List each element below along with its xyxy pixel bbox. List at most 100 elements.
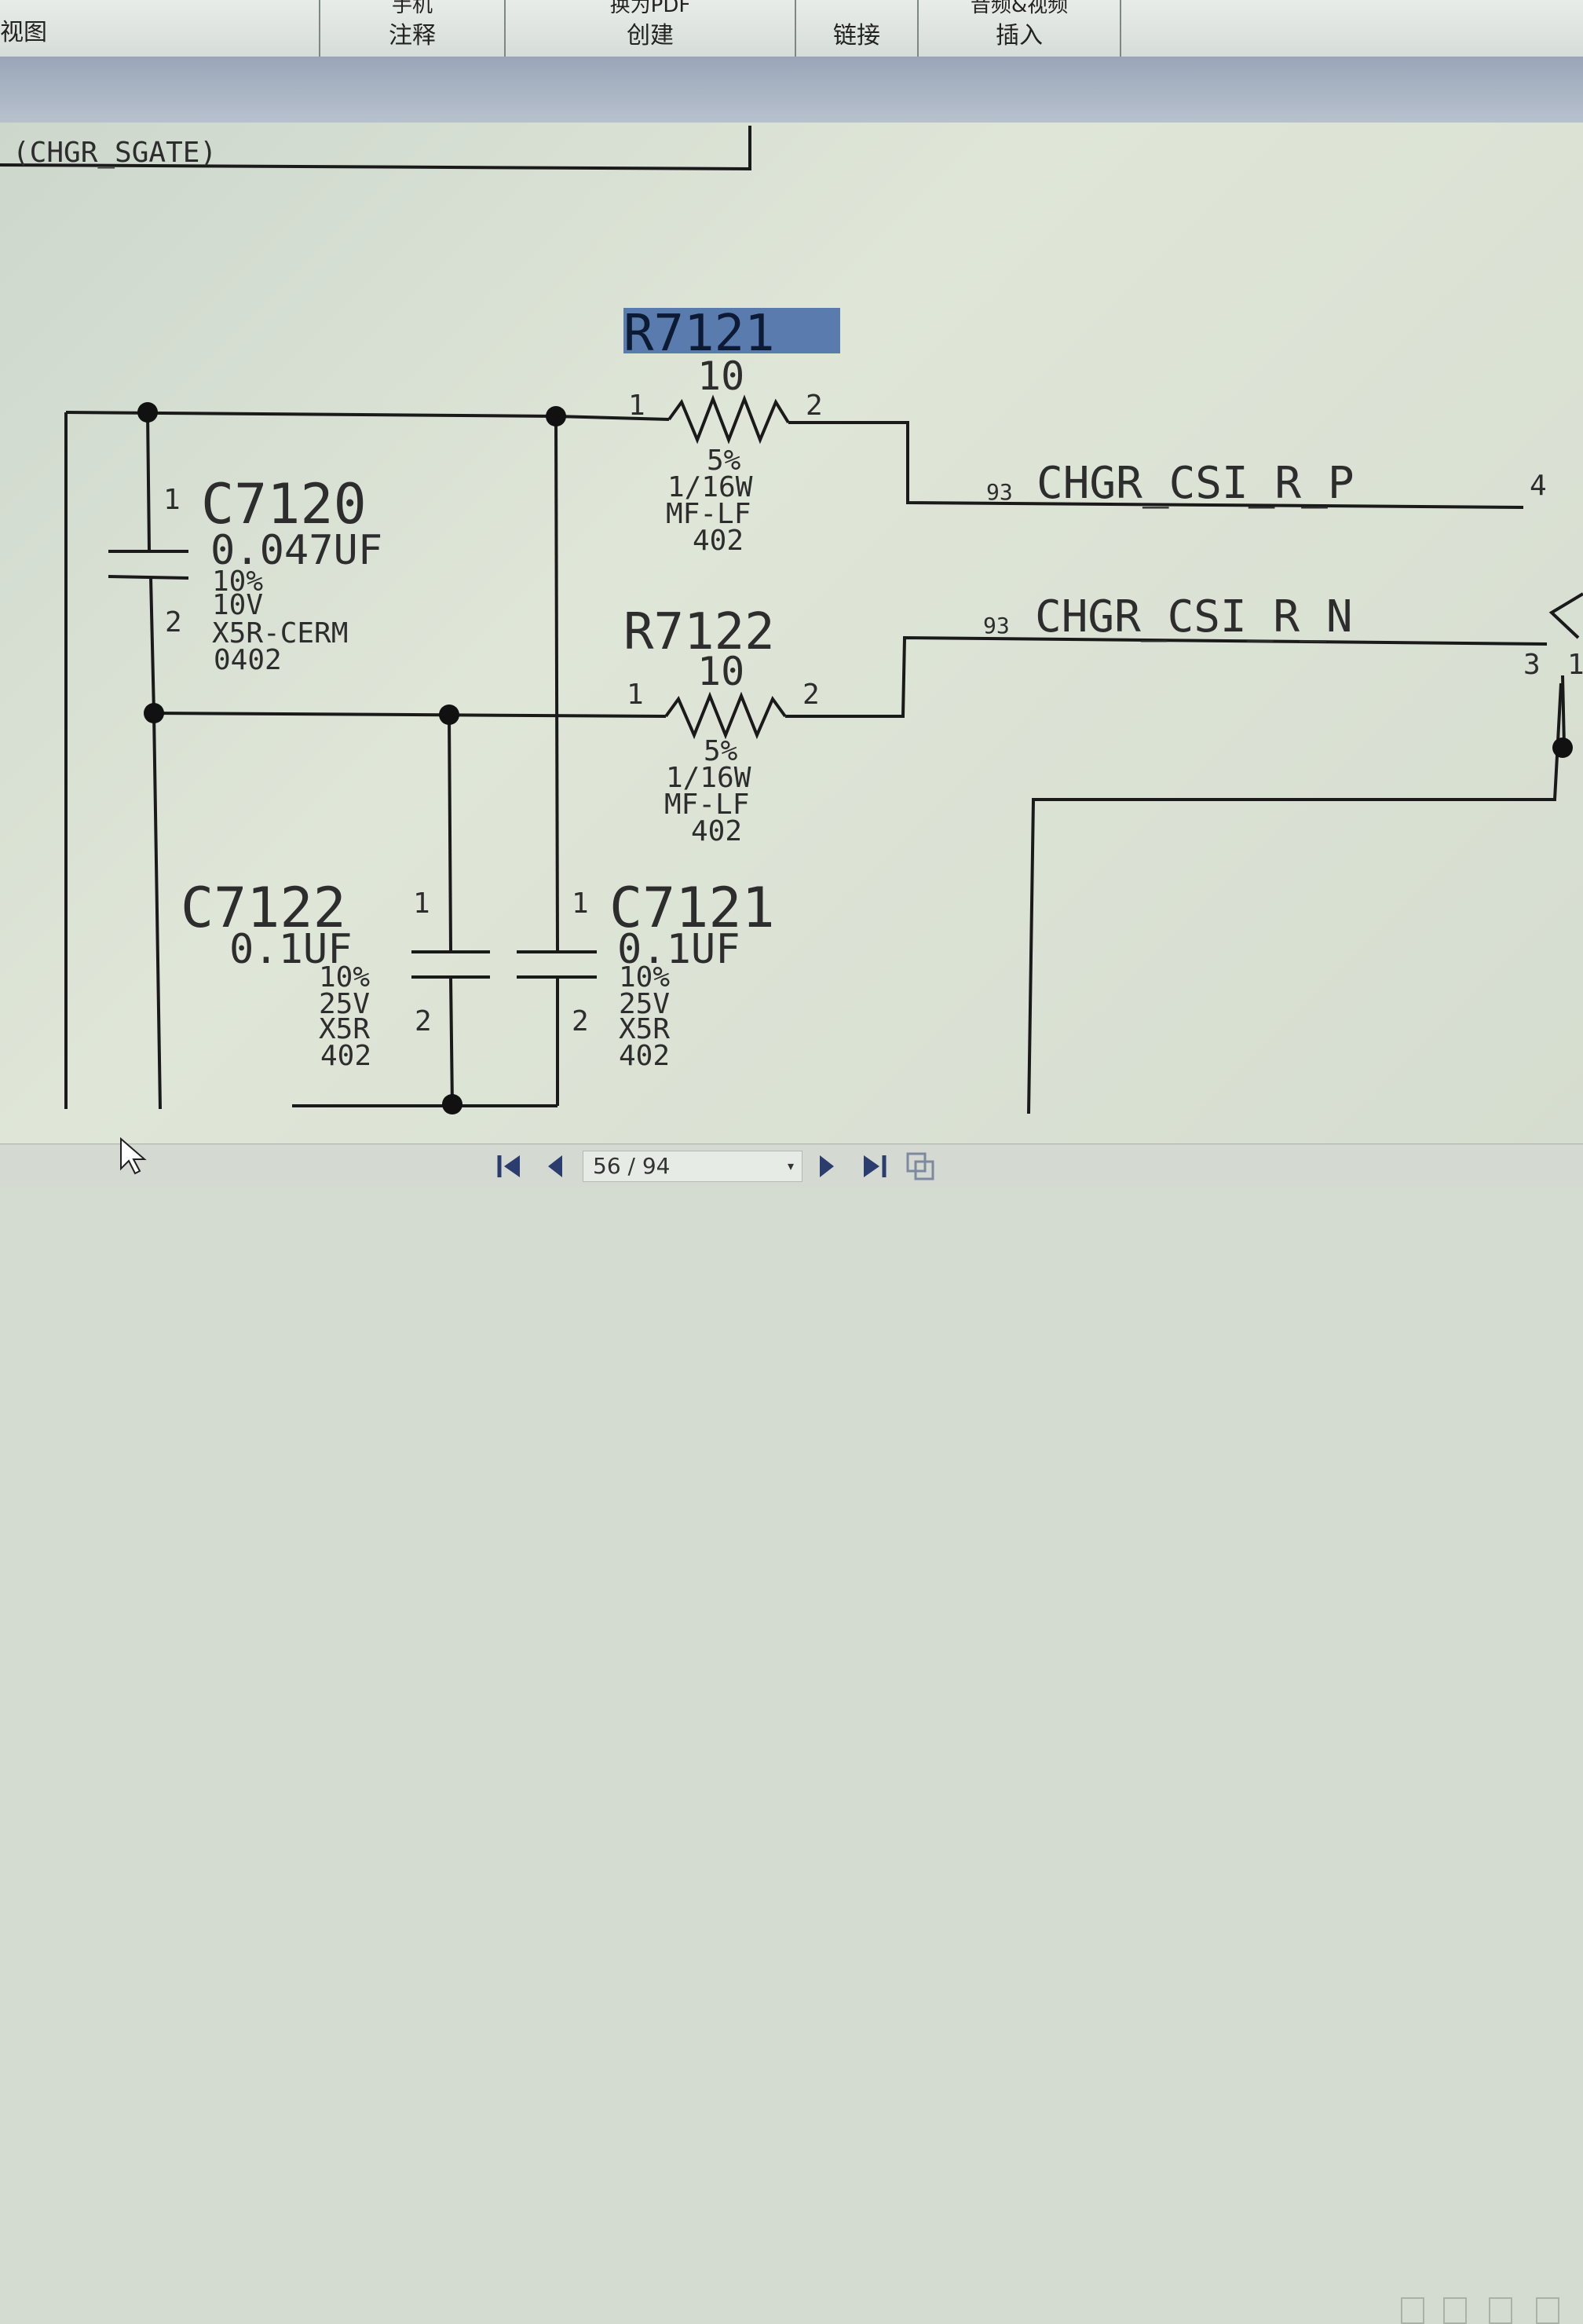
- c7121-pin2: 2: [572, 1005, 589, 1038]
- c7120-volt: 10V: [212, 589, 263, 621]
- page-navigation-bar: 56 / 94 ▾: [0, 1144, 1583, 2324]
- c7122-size: 402: [320, 1040, 371, 1072]
- c7122-tol: 10%: [319, 961, 370, 994]
- wire-c7120-bot: [149, 576, 155, 714]
- c7120-pin1: 1: [163, 484, 181, 516]
- r7122-value: 10: [697, 649, 744, 694]
- wire-r7121-right: [788, 421, 1524, 509]
- page-number-input[interactable]: 56 / 94 ▾: [583, 1151, 802, 1182]
- r7121-power: 1/16W: [667, 471, 753, 503]
- mouse-cursor-icon: [120, 1137, 147, 1175]
- junction-dot: [137, 402, 158, 423]
- net-p-pin: 4: [1530, 470, 1547, 502]
- c7122-volt: 25V: [319, 988, 370, 1020]
- r7122-type: MF-LF: [664, 789, 749, 821]
- c7121-size: 402: [619, 1040, 670, 1072]
- ribbon-group-annotate-label: 注释: [389, 22, 436, 49]
- ribbon-group-create[interactable]: 换为PDF 创建: [506, 0, 796, 57]
- c7122-value: 0.1UF: [229, 926, 353, 973]
- ribbon-group-link-label: 链接: [833, 22, 880, 49]
- c7120-ref[interactable]: C7120: [201, 472, 367, 536]
- net-p-page: 93: [986, 479, 1013, 505]
- document-canvas: (CHGR_SGATE) R7121 10 1 2 5% 1/16W MF-LF…: [0, 123, 1583, 1144]
- wire-c7122-bot: [449, 977, 454, 1107]
- schematic-drawing: (CHGR_SGATE) R7121 10 1 2 5% 1/16W MF-LF…: [0, 126, 1583, 1114]
- r7122-power: 1/16W: [666, 762, 751, 794]
- next-page-icon[interactable]: [809, 1149, 843, 1184]
- c7120-value: 0.047UF: [210, 527, 382, 574]
- document-tab-bar: [0, 57, 1583, 124]
- r7122-ref[interactable]: R7122: [623, 603, 775, 661]
- r7121-ref-highlight: [623, 308, 840, 353]
- r7122-size: 402: [691, 815, 742, 847]
- toolbar-ribbon: 视图 手机 注释 换为PDF 创建 链接 音频&视频 插入: [0, 0, 1583, 57]
- ribbon-group-link[interactable]: 链接: [796, 0, 919, 57]
- wire-c7122-top: [448, 714, 452, 951]
- ribbon-group-create-label: 创建: [627, 22, 674, 49]
- page-dropdown-icon[interactable]: ▾: [787, 1158, 794, 1173]
- net-top-label: (CHGR_SGATE): [13, 137, 217, 169]
- net-n-page: 93: [983, 613, 1010, 639]
- c7120-pin2: 2: [165, 606, 182, 639]
- r7121-type: MF-LF: [666, 498, 751, 530]
- c7122-pin2: 2: [415, 1005, 432, 1038]
- c7122-ref[interactable]: C7122: [181, 876, 346, 940]
- r7121-body: [667, 394, 790, 445]
- net-n-name[interactable]: CHGR_CSI_R_N: [1035, 591, 1353, 642]
- wire-right-edge: [1561, 675, 1566, 747]
- wire-r7121-left: [555, 415, 670, 421]
- ribbon-view-label[interactable]: 视图: [0, 19, 47, 46]
- first-page-icon[interactable]: [493, 1149, 528, 1184]
- c7121-tol: 10%: [619, 961, 670, 994]
- c7120-size: 0402: [214, 644, 282, 676]
- junction-dot: [1552, 737, 1573, 758]
- c7120-tol: 10%: [212, 565, 263, 598]
- c7121-ref[interactable]: C7121: [609, 876, 775, 940]
- net-n-pin: 3: [1523, 649, 1541, 681]
- r7122-tol: 5%: [704, 735, 738, 767]
- connector-chevron: [1548, 592, 1583, 639]
- r7121-tol: 5%: [707, 445, 741, 477]
- c7121-pin1: 1: [572, 888, 589, 920]
- page-number-value: 56 / 94: [593, 1153, 671, 1179]
- ribbon-group-annotate[interactable]: 手机 注释: [319, 0, 506, 57]
- wire-left-lower: [152, 712, 162, 1110]
- c7122-pin1: 1: [413, 888, 430, 920]
- continuous-view-icon[interactable]: [1443, 2297, 1467, 2324]
- c7121-type: X5R: [619, 1013, 670, 1045]
- net-p-name[interactable]: CHGR_CSI_R_P: [1036, 458, 1355, 509]
- ribbon-group-insert[interactable]: 音频&视频 插入: [919, 0, 1121, 57]
- r7122-pin2: 2: [802, 679, 820, 711]
- last-page-icon[interactable]: [856, 1149, 890, 1184]
- c7120-plate-bot: [108, 575, 189, 580]
- wire-right-box: [1027, 683, 1563, 1114]
- net-n-pin-extra: 1: [1567, 649, 1583, 681]
- r7121-size: 402: [693, 525, 744, 557]
- c7121-value: 0.1UF: [617, 926, 740, 973]
- junction-dot: [144, 703, 164, 723]
- r7121-pin2: 2: [806, 390, 823, 422]
- fit-view-icon[interactable]: [1536, 2297, 1559, 2324]
- r7122-body: [664, 691, 787, 740]
- wire-c7120-top: [146, 412, 151, 551]
- wire-mid-rail: [153, 712, 665, 718]
- junction-dot: [439, 705, 459, 725]
- c7122-type: X5R: [319, 1013, 370, 1045]
- wire-r7122-right: [785, 635, 1548, 718]
- r7121-pin1: 1: [628, 390, 645, 422]
- page-copy-icon[interactable]: [903, 1149, 938, 1184]
- ribbon-group-create-top: 换为PDF: [609, 0, 691, 17]
- c7120-type: X5R-CERM: [212, 617, 348, 650]
- ribbon-group-insert-top: 音频&视频: [970, 0, 1069, 17]
- r7121-ref[interactable]: R7121: [623, 305, 775, 363]
- junction-dot: [442, 1094, 462, 1114]
- r7122-pin1: 1: [627, 679, 644, 711]
- single-page-view-icon[interactable]: [1401, 2297, 1424, 2324]
- two-page-view-icon[interactable]: [1489, 2297, 1512, 2324]
- junction-dot: [546, 406, 566, 426]
- prev-page-icon[interactable]: [539, 1149, 573, 1184]
- r7121-value: 10: [697, 353, 744, 399]
- ribbon-group-insert-label: 插入: [996, 22, 1043, 49]
- net-box-top: [0, 126, 751, 171]
- ribbon-group-annotate-top: 手机: [391, 0, 433, 17]
